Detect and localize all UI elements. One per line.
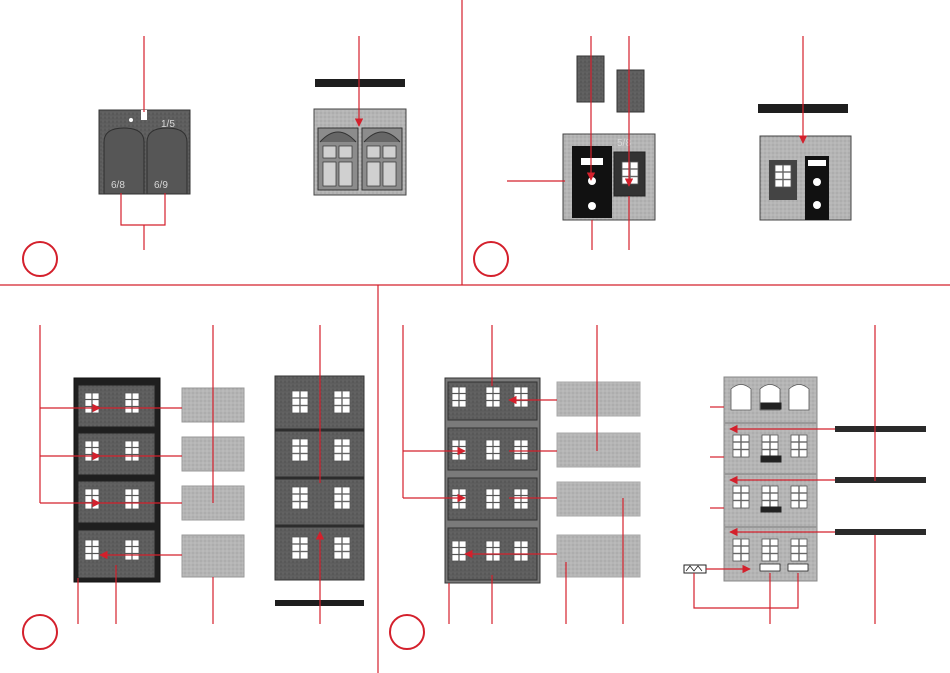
step-circle-icon	[474, 242, 508, 276]
roof-strip	[315, 79, 405, 87]
gable-label-left: 6/8	[111, 180, 125, 191]
step-3-panel	[23, 325, 364, 649]
step-1-panel: 1/5 6/8 6/9	[23, 36, 406, 276]
door-facade	[314, 79, 406, 195]
flower-box-part	[684, 565, 706, 573]
step-circle-icon	[390, 615, 424, 649]
ledge-strips	[835, 426, 926, 535]
gable-label-right: 6/9	[154, 180, 168, 191]
triple-window-frame-column	[445, 378, 540, 583]
glazing-sheets	[557, 382, 640, 577]
assembled-panel	[758, 104, 851, 220]
gable-label-top: 1/5	[161, 119, 175, 130]
window-door-panel: 5/8	[563, 134, 655, 220]
step-2-panel: 5/8	[474, 36, 851, 276]
step-circle-icon	[23, 242, 57, 276]
step-circle-icon	[23, 615, 57, 649]
step-4-panel	[390, 325, 926, 649]
gable-piece: 1/5 6/8 6/9	[99, 110, 190, 194]
glazing-pieces	[577, 56, 644, 112]
light-facade	[724, 377, 817, 581]
